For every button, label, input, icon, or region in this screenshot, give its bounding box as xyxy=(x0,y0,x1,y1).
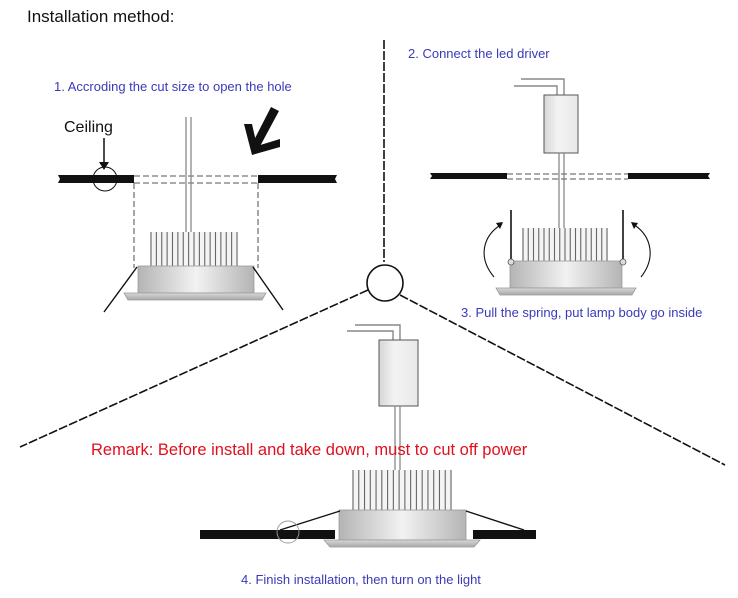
step2-illustration xyxy=(430,78,710,296)
ceiling-board-right xyxy=(628,173,710,179)
ceiling-pointer-arrowhead xyxy=(99,162,109,170)
lamp-trim xyxy=(123,292,267,301)
step-1-label: 1. Accroding the cut size to open the ho… xyxy=(54,79,292,94)
ceiling-board-right xyxy=(473,530,536,539)
ceiling-board-right xyxy=(258,175,337,183)
step-3-label: 3. Pull the spring, put lamp body go ins… xyxy=(461,305,703,320)
led-driver-box xyxy=(543,94,579,154)
step4-illustration xyxy=(200,324,536,548)
spring-clip-left xyxy=(279,510,341,531)
lamp-body xyxy=(509,260,623,289)
step-2-label: 2. Connect the led driver xyxy=(408,46,550,61)
step-4-label: 4. Finish installation, then turn on the… xyxy=(241,572,481,587)
rotate-arrow-right-icon xyxy=(632,223,651,278)
ceiling-board-left xyxy=(430,173,507,179)
lamp-trim xyxy=(495,287,637,296)
center-circle xyxy=(366,264,404,302)
lamp-body xyxy=(137,265,255,294)
lamp-trim xyxy=(323,539,481,548)
ceiling-callout: Ceiling xyxy=(64,119,113,136)
section-dividers xyxy=(19,40,726,466)
spring-marker-circle xyxy=(276,520,300,544)
ceiling-board-left xyxy=(200,530,335,539)
lamp-body xyxy=(338,509,467,541)
step1-illustration xyxy=(58,107,337,313)
spring-clip-right xyxy=(465,510,525,531)
insert-arrow-icon xyxy=(244,107,280,155)
spring-clip-right xyxy=(252,266,284,311)
cut-hole-outline xyxy=(133,175,259,268)
divider-right-diagonal xyxy=(399,294,726,466)
lamp-heatsink xyxy=(352,470,452,510)
led-driver-box xyxy=(378,339,419,407)
remark-warning: Remark: Before install and take down, mu… xyxy=(91,441,528,459)
divider-left-diagonal xyxy=(19,289,369,448)
ceiling-board-left xyxy=(58,175,134,183)
spring-clip-left xyxy=(103,266,138,313)
page-title: Installation method: xyxy=(27,7,175,26)
rotate-arrow-left-icon xyxy=(483,223,503,278)
